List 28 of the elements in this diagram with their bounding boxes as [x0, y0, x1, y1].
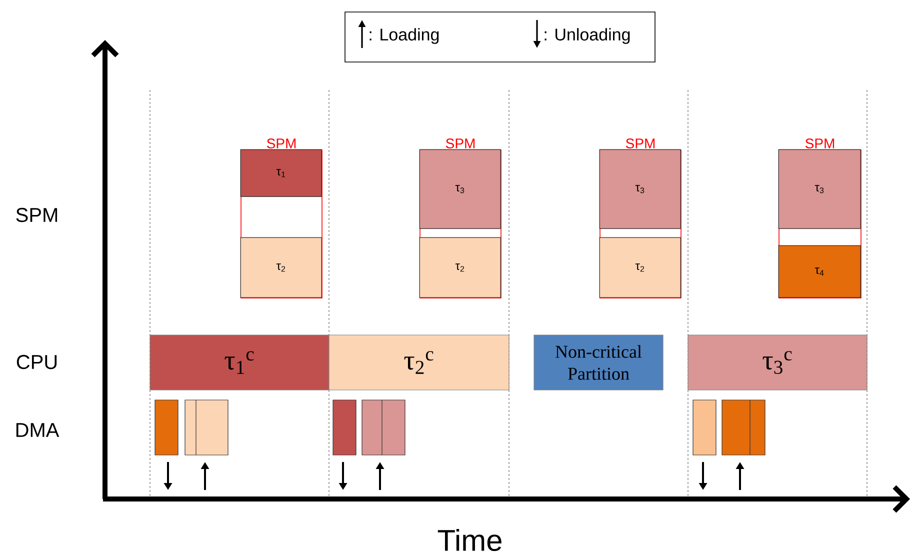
legend-text: : Loading [370, 28, 439, 44]
task-block: τ$_{2}$ [240, 237, 322, 298]
axis-label: Time [438, 529, 502, 552]
node-label: SPM [805, 138, 834, 148]
cpu-segment: Non-critical Partition [534, 334, 664, 390]
dma-block [154, 400, 178, 456]
task-block: τ$_{3}$ [419, 149, 501, 229]
legend-text: : Unloading [544, 28, 630, 44]
node-label: SPM [446, 138, 475, 148]
cpu-segment: τ$_{1}$c [150, 334, 330, 390]
task-block: τ$_{1}$ [240, 149, 322, 197]
task-block: τ$_{4}$ [778, 245, 861, 298]
dma-block [362, 400, 406, 456]
dma-block [692, 400, 716, 456]
cpu-segment: τ$_{2}$c [328, 334, 510, 390]
task-block: τ$_{2}$ [419, 237, 501, 298]
dma-block [332, 400, 356, 456]
row-label: DMA [16, 423, 60, 437]
task-block: τ$_{2}$ [599, 237, 681, 298]
row-label: SPM [16, 208, 58, 222]
cpu-segment: τ$_{3}$c [688, 334, 868, 390]
task-block: τ$_{3}$ [599, 149, 681, 229]
dma-block [722, 400, 766, 456]
dma-block [184, 400, 228, 456]
node-label: SPM [626, 138, 655, 148]
row-label: CPU [16, 354, 57, 370]
node-label: SPM [266, 138, 296, 148]
task-block: τ$_{3}$ [778, 149, 861, 229]
